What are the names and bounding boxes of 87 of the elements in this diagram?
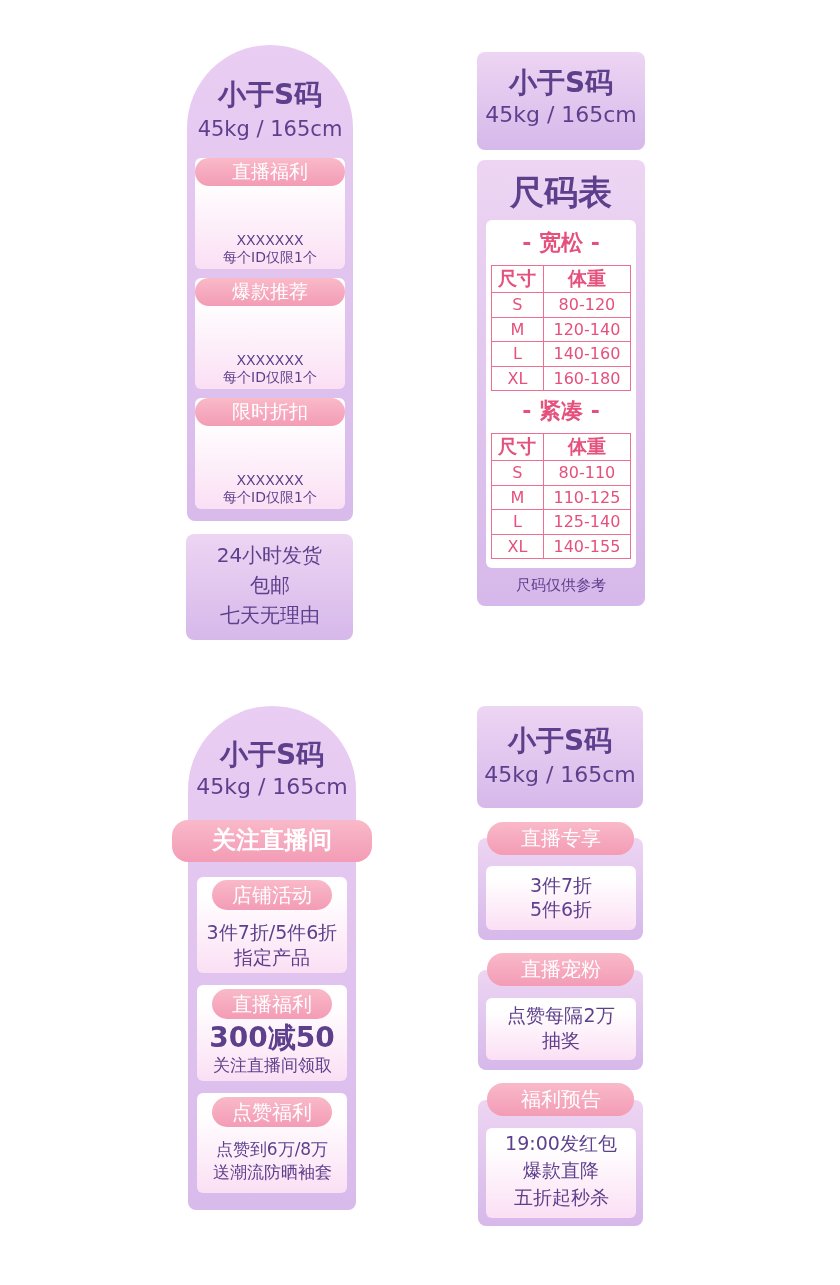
- size-subtitle: 45kg / 165cm: [195, 774, 349, 801]
- chart-note: 尺码仅供参考: [515, 576, 607, 594]
- table-cell: 125-140: [543, 509, 631, 535]
- promo-card: [197, 1093, 347, 1193]
- table-cell: 160-180: [543, 366, 631, 391]
- card-text: XXXXXXX 每个ID仅限1个: [222, 232, 318, 266]
- service-text: 24小时发货: [215, 543, 324, 567]
- size-header: [477, 52, 645, 150]
- table-cell: L: [491, 341, 544, 367]
- sticker-panel: [187, 45, 353, 521]
- pill-tag: [212, 989, 332, 1019]
- table-cell: 80-120: [543, 292, 631, 318]
- size-subtitle: 45kg / 165cm: [484, 102, 638, 129]
- promo-card: [197, 985, 347, 1081]
- size-heading: 小于S码: [507, 66, 615, 100]
- table-header-cell: 体重: [543, 265, 631, 293]
- table-cell: L: [491, 509, 544, 535]
- card-text: 3件7折: [528, 874, 594, 897]
- size-chart-panel: [477, 160, 645, 606]
- pill-tag: [195, 398, 345, 426]
- card-text: 3件7折/5件6折: [205, 921, 339, 944]
- size-heading: 小于S码: [506, 724, 614, 758]
- promo-card: [486, 998, 636, 1060]
- table-header-cell: 尺寸: [491, 265, 544, 293]
- table-cell: M: [491, 485, 544, 510]
- table-cell: 80-110: [543, 460, 631, 486]
- deal-amount: 300减50: [208, 1021, 336, 1055]
- tag-label: 爆款推荐: [231, 280, 309, 303]
- pill-tag: [212, 880, 332, 910]
- pill-tag: [487, 1083, 634, 1116]
- sticker-panel: [188, 706, 356, 1210]
- card-text: XXXXXXX 每个ID仅限1个: [222, 472, 318, 506]
- tag-label: 点赞福利: [231, 1100, 313, 1124]
- promo-card: [486, 1128, 636, 1218]
- card-text: 指定产品: [233, 946, 311, 969]
- size-subtitle: 45kg / 165cm: [196, 117, 344, 143]
- tag-label: 店铺活动: [231, 883, 313, 907]
- chart-title: 尺码表: [509, 172, 613, 213]
- card-text: 送潮流防晒袖套: [211, 1162, 333, 1183]
- promo-card: [195, 158, 345, 269]
- tag-label: 直播福利: [231, 992, 313, 1016]
- table-cell: XL: [491, 366, 544, 391]
- tag-label: 直播福利: [231, 160, 309, 183]
- table-cell: M: [491, 317, 544, 342]
- card-text: 19:00发红包: [504, 1132, 618, 1155]
- card-text: 五折起秒杀: [512, 1186, 610, 1209]
- card-text: 关注直播间领取: [211, 1055, 333, 1076]
- promo-card: [195, 398, 345, 509]
- pill-tag: [195, 278, 345, 306]
- table-cell: XL: [491, 534, 544, 559]
- table-cell: S: [491, 460, 544, 486]
- pill-tag: [212, 1097, 332, 1127]
- table-cell: 110-125: [543, 485, 631, 510]
- banner-pill: [172, 820, 372, 862]
- table-header-cell: 尺寸: [491, 433, 544, 461]
- promo-card: [486, 866, 636, 930]
- size-subtitle: 45kg / 165cm: [483, 762, 637, 789]
- size-heading: 小于S码: [218, 738, 326, 772]
- table-cell: S: [491, 292, 544, 318]
- fit-heading: - 宽松 -: [521, 230, 601, 257]
- tag-label: 直播专享: [519, 826, 602, 850]
- card-text: 爆款直降: [522, 1159, 600, 1182]
- pill-tag: [487, 822, 634, 855]
- size-table-card: [486, 220, 636, 568]
- service-text: 七天无理由: [218, 603, 321, 627]
- card-text: 点赞每隔2万: [506, 1004, 616, 1027]
- fit-heading: - 紧凑 -: [521, 398, 601, 425]
- size-header: [477, 706, 643, 808]
- size-heading: 小于S码: [216, 78, 324, 112]
- card-text: XXXXXXX 每个ID仅限1个: [222, 352, 318, 386]
- service-panel: [186, 534, 353, 640]
- promo-card: [195, 278, 345, 389]
- card-text: 5件6折: [528, 898, 594, 921]
- table-header-cell: 体重: [543, 433, 631, 461]
- table-cell: 140-155: [543, 534, 631, 559]
- table-cell: 120-140: [543, 317, 631, 342]
- table-cell: 140-160: [543, 341, 631, 367]
- pill-tag: [487, 953, 634, 986]
- service-text: 包邮: [248, 573, 291, 597]
- card-text: 抽奖: [541, 1029, 581, 1052]
- promo-card: [197, 877, 347, 973]
- banner-label: 关注直播间: [211, 826, 333, 855]
- tag-label: 限时折扣: [231, 400, 309, 423]
- card-text: 点赞到6万/8万: [214, 1139, 330, 1160]
- pill-tag: [195, 158, 345, 186]
- tag-label: 直播宠粉: [519, 957, 602, 981]
- tag-label: 福利预告: [519, 1087, 602, 1111]
